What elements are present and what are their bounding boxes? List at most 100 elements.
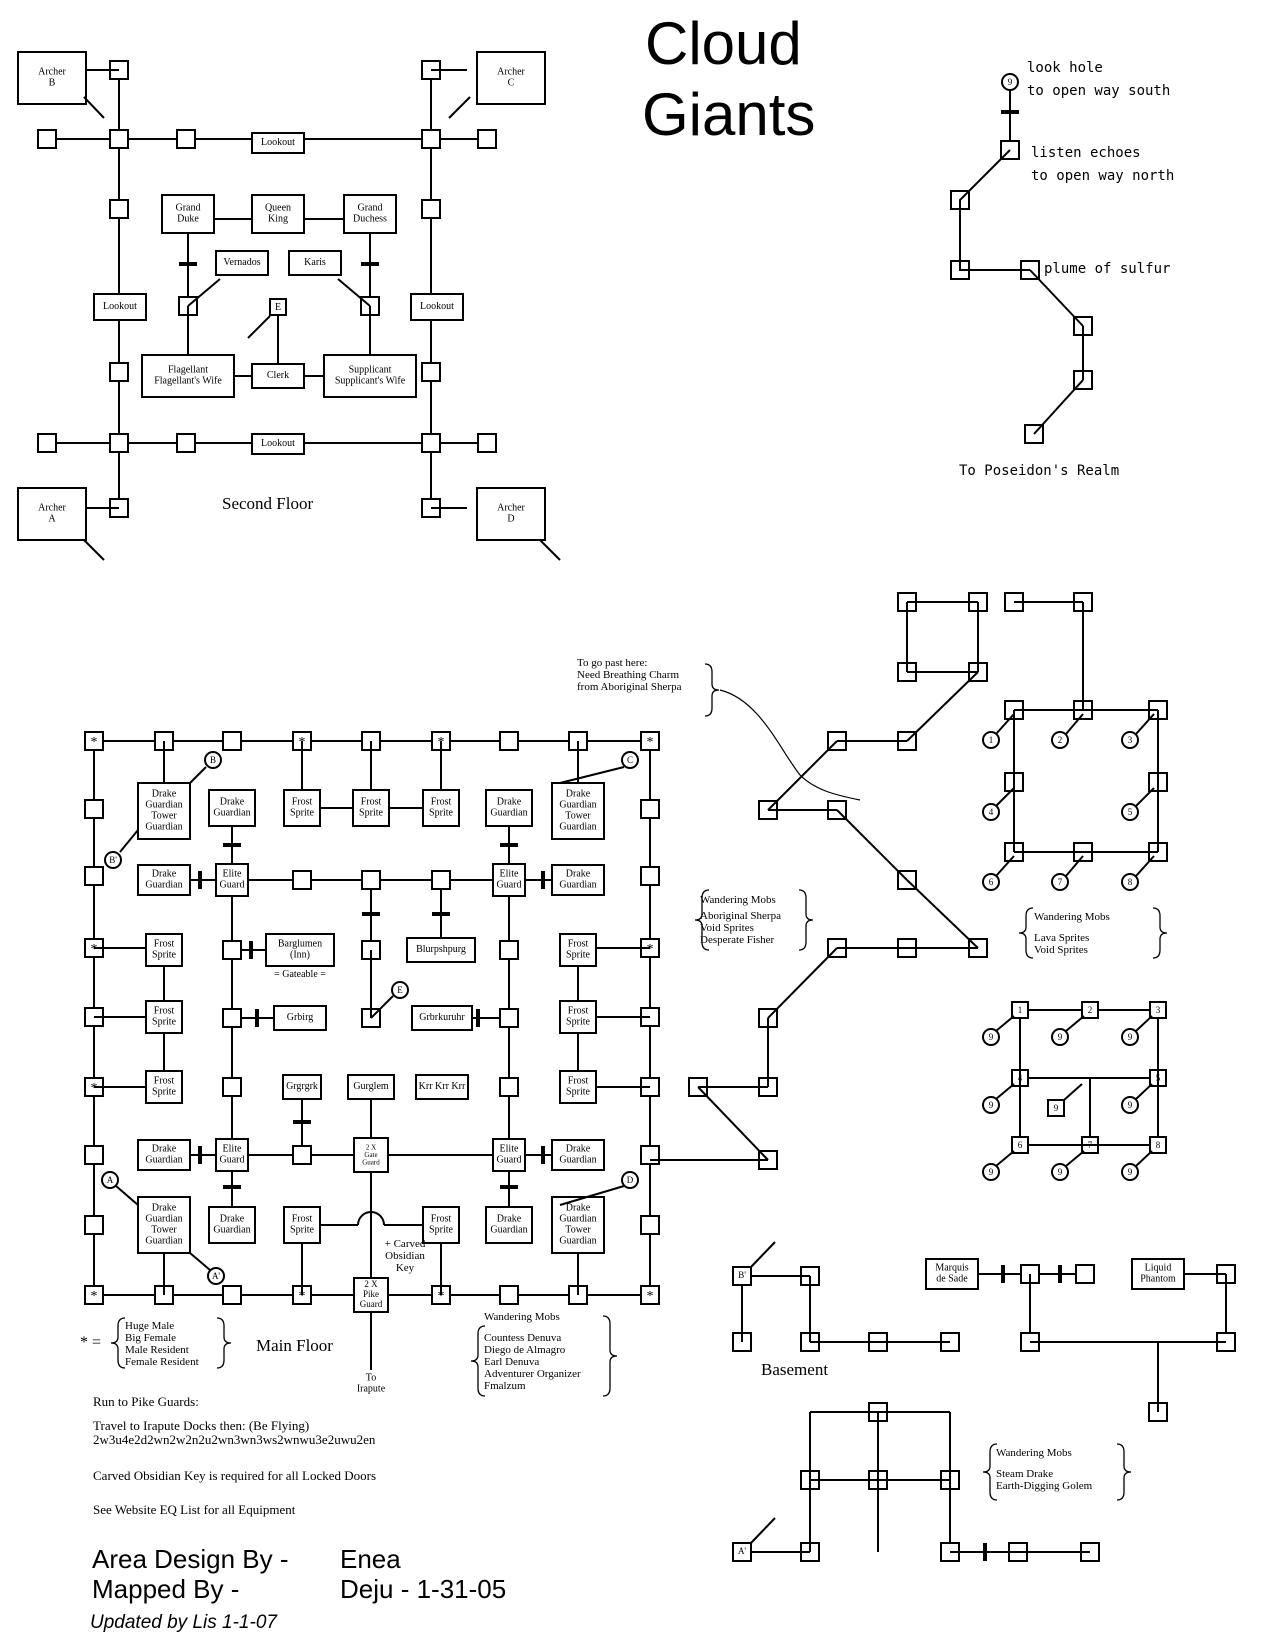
circle-nine [1121, 1163, 1139, 1181]
corridor-line [1029, 269, 1084, 327]
marker-a-prime [207, 1267, 225, 1285]
breathing-pointer [719, 689, 861, 801]
room-vernados-label: Vernados [223, 257, 260, 268]
circle-upper-8 [1121, 873, 1139, 891]
room-krr-krr-krr-label: Krr Krr Krr [419, 1081, 466, 1092]
grid-node-9-inner [1047, 1099, 1065, 1117]
room-gate-guard [353, 1137, 389, 1173]
circle-upper-3 [1121, 731, 1139, 749]
map-room-node [640, 1215, 660, 1235]
corridor-line [189, 766, 207, 784]
star-legend-symbol: * = [80, 1334, 101, 1351]
corridor-line [370, 995, 394, 1019]
corridor-line [995, 713, 1015, 735]
credit-mapped-label: Mapped By - [92, 1574, 240, 1604]
map-room-node [37, 433, 57, 453]
corridor-line [995, 787, 1015, 807]
corridor-line [906, 671, 979, 742]
room-drake-tower-sw [137, 1196, 191, 1254]
map-room-node [109, 362, 129, 382]
room-e-label: E [275, 302, 281, 313]
brace [110, 1317, 126, 1369]
circle-upper-8-label: 8 [1128, 877, 1133, 887]
map-room-node [222, 731, 242, 751]
room-karis-label: Karis [304, 257, 326, 268]
marker-b-label: B [210, 755, 216, 765]
map-room-node [361, 870, 381, 890]
room-b-prime-label: B' [738, 1270, 746, 1280]
corridor-line [906, 879, 979, 949]
credit-design-label: Area Design By - [92, 1544, 289, 1574]
circle-nine [1121, 1028, 1139, 1046]
note-run-pike-guards: Run to Pike Guards: [93, 1394, 199, 1409]
brace [982, 1443, 998, 1501]
room-gurglem-label: Gurglem [353, 1081, 389, 1092]
map-room-node [84, 1145, 104, 1165]
room-frost-sprite-e2 [559, 1000, 597, 1034]
room-drake-tower-se [551, 1196, 605, 1254]
tower-node-9-label: 9 [1008, 77, 1013, 87]
star-room-node [640, 1285, 660, 1305]
marker-b-prime [104, 851, 122, 869]
circle-nine [1051, 1163, 1069, 1181]
map-room-node [431, 870, 451, 890]
room-drake-guardian-w1 [137, 864, 191, 896]
map-room-node [109, 433, 129, 453]
map-room-node [499, 1077, 519, 1097]
map-room-node [176, 129, 196, 149]
gateable-label: = Gateable = [274, 969, 326, 980]
room-karis [288, 250, 342, 276]
brace [216, 1317, 232, 1369]
circle-nine [982, 1096, 1000, 1114]
room-lookout-south-label: Lookout [261, 438, 295, 449]
room-grbrkuruhr-label: Grbrkuruhr [419, 1012, 465, 1023]
room-grbirg-label: Grbirg [287, 1012, 313, 1023]
star-room-node [84, 731, 104, 751]
corridor-line [750, 1241, 776, 1268]
corridor-line [247, 315, 271, 339]
room-grgrgrk-label: Grgrgrk [286, 1081, 318, 1092]
map-room-node [84, 1215, 104, 1235]
room-frost-sprite-e3 [559, 1070, 597, 1104]
star-symbol: * [647, 942, 654, 957]
map-room-node [84, 866, 104, 886]
map-room-node [109, 199, 129, 219]
circle-nine-label: 9 [1058, 1032, 1063, 1042]
grid-node-8-label: 8 [1156, 1140, 1161, 1150]
circle-upper-4-label: 4 [989, 807, 994, 817]
room-frost-sprite-w3 [145, 1070, 183, 1104]
star-symbol: * [299, 1289, 306, 1304]
circle-nine [982, 1028, 1000, 1046]
map-room-node [421, 362, 441, 382]
map-room-node [292, 870, 312, 890]
map-room-node [292, 1145, 312, 1165]
corridor-line [1135, 855, 1155, 877]
corridor-line [83, 96, 105, 119]
room-grgrgrk [282, 1074, 322, 1100]
note-directions: 2w3u4e2d2wn2w2n2u2wn3wn3ws2wnwu3e2uwu2en [93, 1432, 376, 1447]
map-room-node [222, 1285, 242, 1305]
map-room-node [421, 199, 441, 219]
circle-upper-7-label: 7 [1058, 877, 1063, 887]
second-floor-label: Second Floor [222, 494, 314, 513]
star-symbol: * [438, 1289, 445, 1304]
room-e-node [269, 298, 287, 316]
room-elite-guard-nw [215, 863, 249, 897]
room-clerk-label: Clerk [267, 370, 289, 381]
circle-nine [1121, 1096, 1139, 1114]
main-floor-label: Main Floor [256, 1336, 333, 1355]
